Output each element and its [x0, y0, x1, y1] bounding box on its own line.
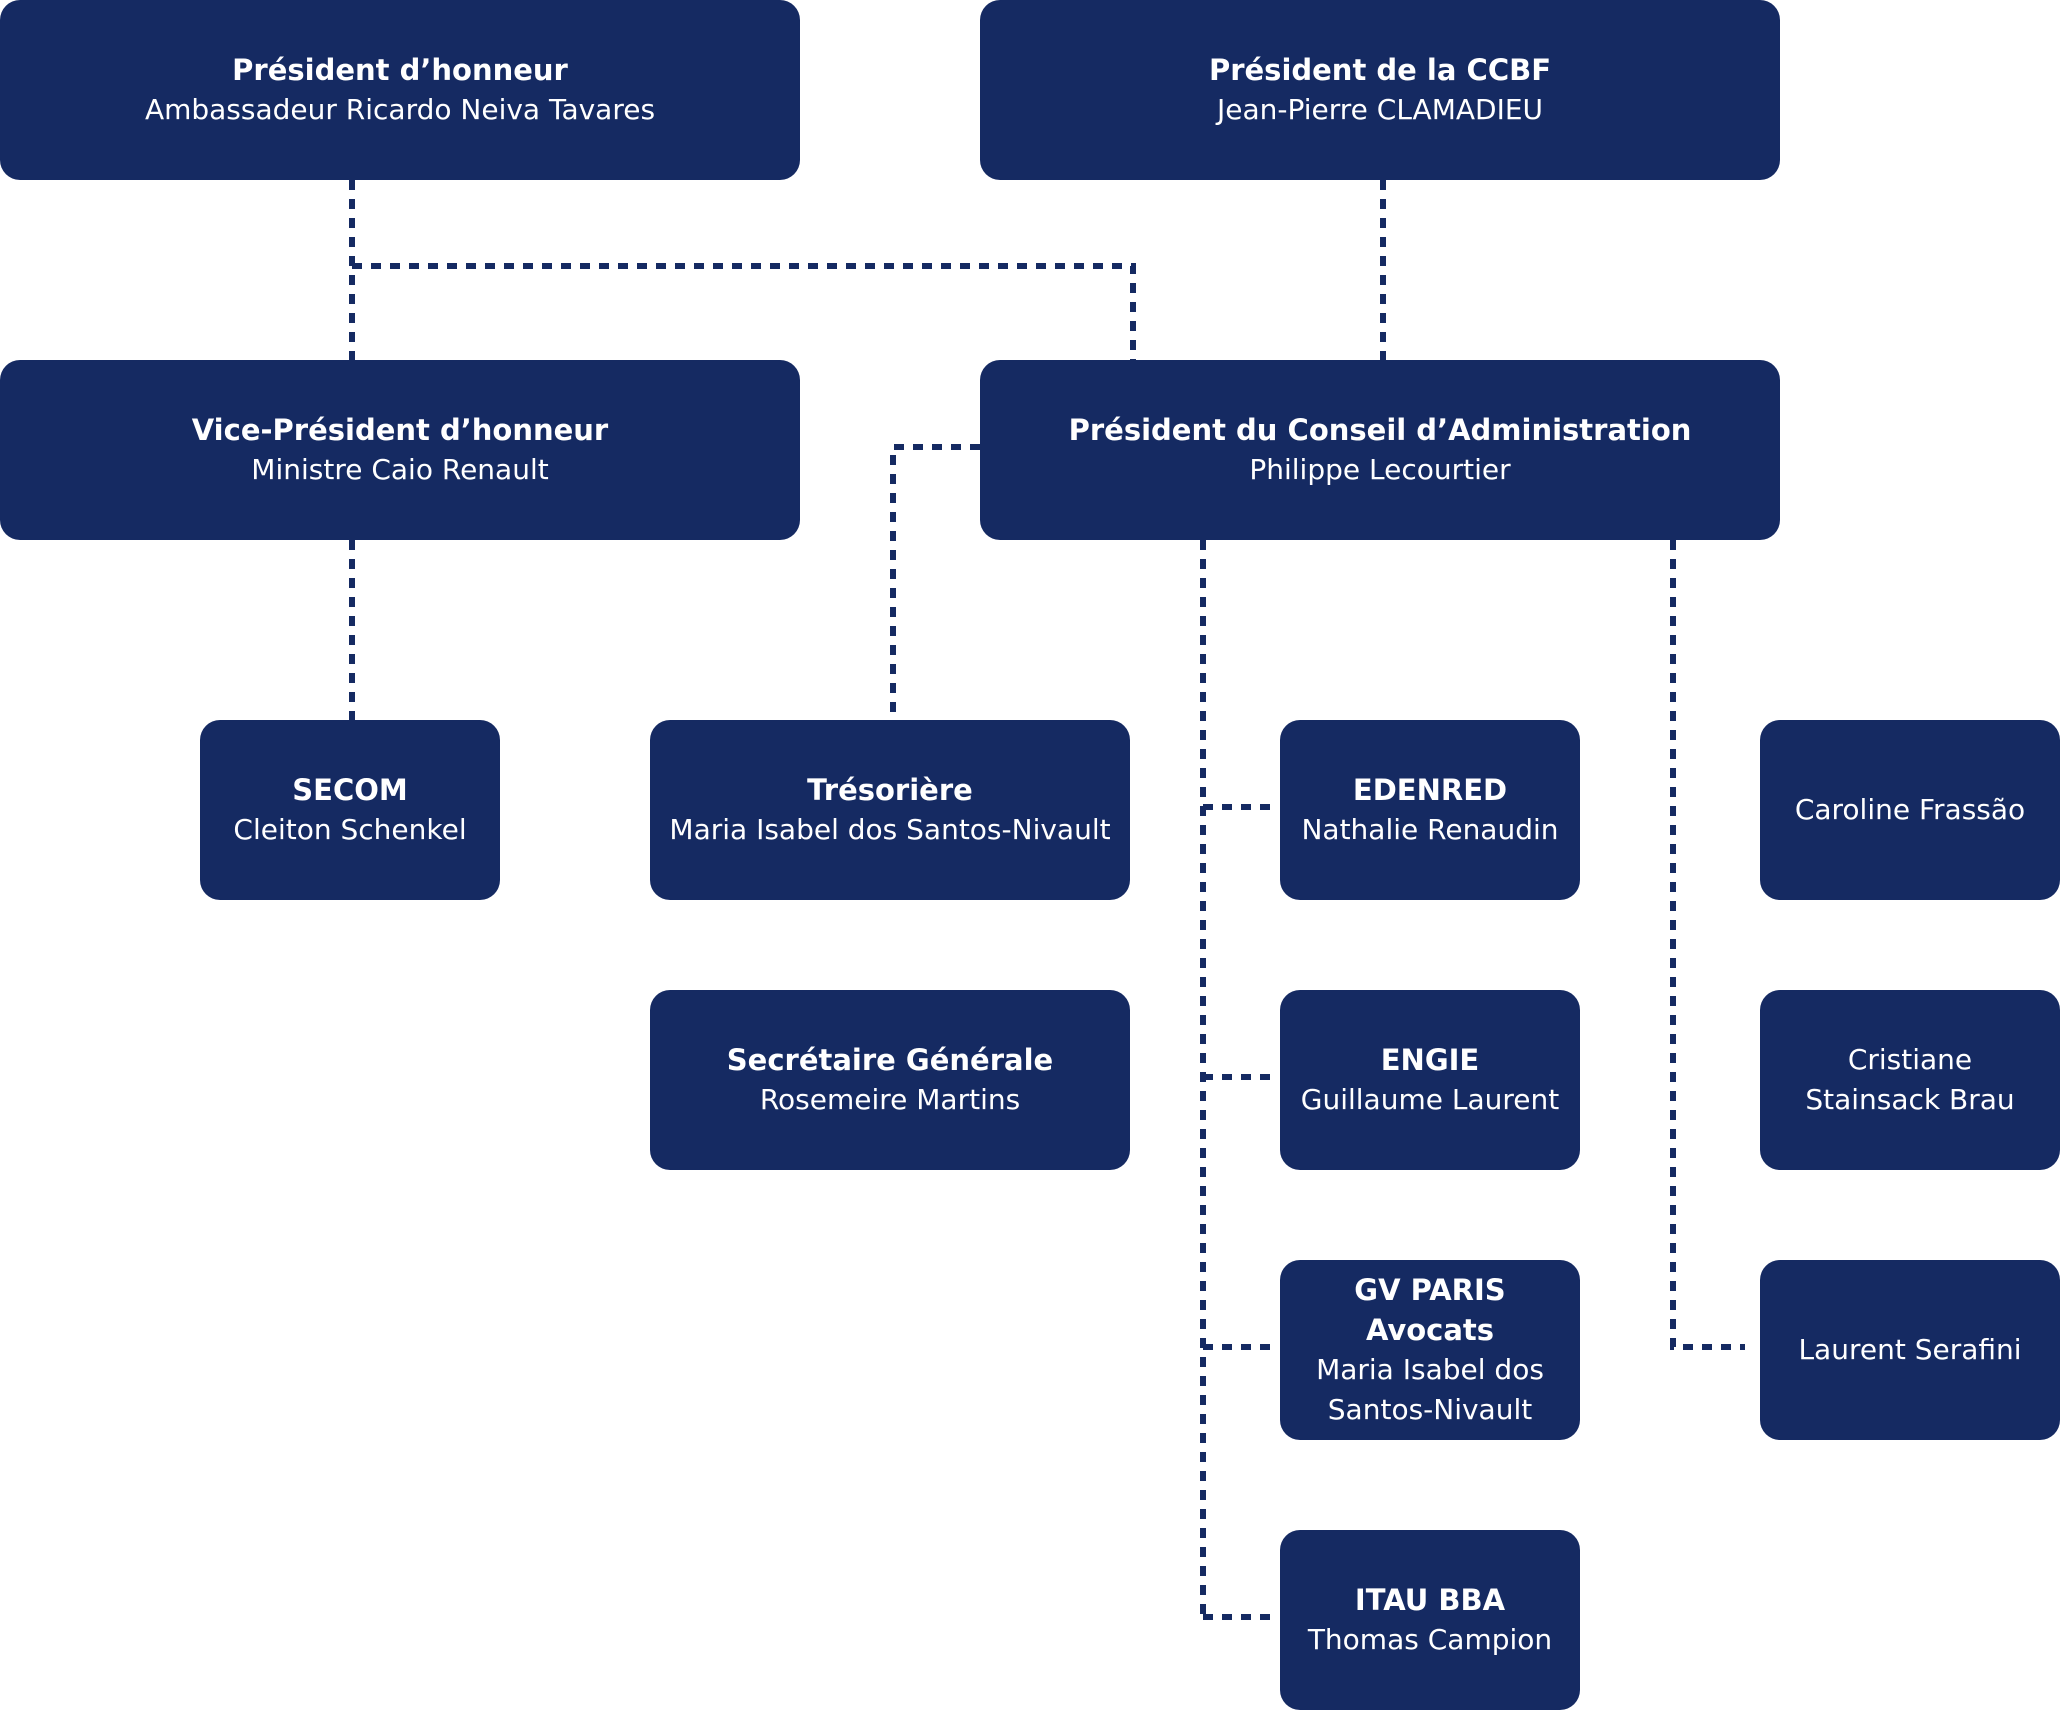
- engie-name: Guillaume Laurent: [1300, 1083, 1560, 1116]
- president-ca-box: Président du Conseil d’Administration Ph…: [980, 360, 1780, 540]
- president-ccbf-name: Jean-Pierre CLAMADIEU: [1216, 93, 1544, 126]
- connector-president-honneur-to-president-ca: [352, 263, 1136, 360]
- edenred-box: EDENRED Nathalie Renaudin: [1280, 720, 1580, 900]
- president-ca-name: Philippe Lecourtier: [1249, 453, 1511, 486]
- engie-box: ENGIE Guillaume Laurent: [1280, 990, 1580, 1170]
- secom-title: SECOM: [292, 773, 408, 807]
- tresoriere-box: Trésorière Maria Isabel dos Santos-Nivau…: [650, 720, 1130, 900]
- secretaire-generale-name: Rosemeire Martins: [759, 1083, 1021, 1116]
- secretaire-generale-box: Secrétaire Générale Rosemeire Martins: [650, 990, 1130, 1170]
- vice-president-honneur-title: Vice-Président d’honneur: [191, 413, 609, 447]
- president-honneur-box: Président d’honneur Ambassadeur Ricardo …: [0, 0, 800, 180]
- edenred-title: EDENRED: [1352, 773, 1508, 807]
- president-honneur-title: Président d’honneur: [232, 53, 568, 87]
- tresoriere-title: Trésorière: [807, 773, 973, 807]
- secretaire-generale-title: Secrétaire Générale: [726, 1043, 1054, 1077]
- edenred-name: Nathalie Renaudin: [1301, 813, 1559, 846]
- itau-title: ITAU BBA: [1354, 1583, 1506, 1617]
- stainsack-box: Cristiane Stainsack Brau: [1760, 990, 2060, 1170]
- president-ca-title: Président du Conseil d’Administration: [1068, 413, 1692, 447]
- secom-name: Cleiton Schenkel: [233, 813, 467, 846]
- president-honneur-name: Ambassadeur Ricardo Neiva Tavares: [144, 93, 656, 126]
- vice-president-honneur-box: Vice-Président d’honneur Ministre Caio R…: [0, 360, 800, 540]
- president-ccbf-title: Président de la CCBF: [1208, 53, 1552, 87]
- vice-president-honneur-name: Ministre Caio Renault: [251, 453, 549, 486]
- secom-box: SECOM Cleiton Schenkel: [200, 720, 500, 900]
- itau-name: Thomas Campion: [1307, 1623, 1553, 1656]
- serafini-box: Laurent Serafini: [1760, 1260, 2060, 1440]
- gv-paris-box: GV PARIS Avocats Maria Isabel dos Santos…: [1280, 1260, 1580, 1440]
- tresoriere-name: Maria Isabel dos Santos-Nivault: [669, 813, 1111, 846]
- gv-paris-name: Maria Isabel dos Santos-Nivault: [1316, 1353, 1544, 1426]
- connector-president-ca-to-tresoriere: [890, 444, 980, 720]
- engie-title: ENGIE: [1380, 1043, 1480, 1077]
- president-ccbf-box: Président de la CCBF Jean-Pierre CLAMADI…: [980, 0, 1780, 180]
- stainsack-name: Cristiane Stainsack Brau: [1805, 1043, 2015, 1116]
- itau-box: ITAU BBA Thomas Campion: [1280, 1530, 1580, 1710]
- gv-paris-title: GV PARIS Avocats: [1354, 1273, 1506, 1347]
- connector-president-ca-to-serafini: [1670, 540, 1745, 1350]
- serafini-name: Laurent Serafini: [1798, 1333, 2022, 1366]
- frassao-name: Caroline Frassão: [1794, 793, 2026, 826]
- frassao-box: Caroline Frassão: [1760, 720, 2060, 900]
